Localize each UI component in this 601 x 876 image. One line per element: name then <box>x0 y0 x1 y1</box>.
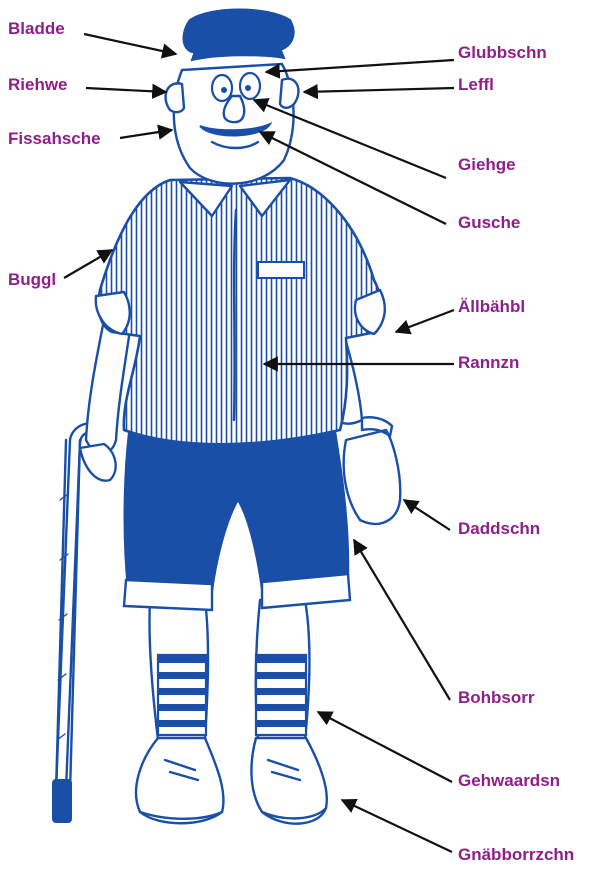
label-buggl: Buggl <box>8 270 56 289</box>
arrow-fissahsche <box>120 130 172 138</box>
arrow-gehwaardsn <box>318 712 452 782</box>
label-rannzn: Rannzn <box>458 353 519 372</box>
arrow-daddschn <box>404 500 450 530</box>
shoes <box>136 738 327 824</box>
label-fissahsche: Fissahsche <box>8 129 101 148</box>
walking-cane <box>53 423 100 822</box>
legs <box>149 600 309 740</box>
head <box>166 64 299 184</box>
arrow-bohbsorr <box>354 540 450 700</box>
arrow-glubbschn <box>266 60 454 72</box>
arrow-riehwe <box>86 88 166 92</box>
arrow-allbahbl <box>396 310 454 332</box>
label-gusche: Gusche <box>458 213 520 232</box>
label-bladde: Bladde <box>8 19 65 38</box>
label-glubbschn: Glubbschn <box>458 43 547 62</box>
label-gehwaardsn: Gehwaardsn <box>458 771 560 790</box>
arrow-gnabborrzchn <box>342 800 452 852</box>
label-riehwe: Riehwe <box>8 75 68 94</box>
label-allbahbl: Ällbähbl <box>458 297 525 316</box>
label-daddschn: Daddschn <box>458 519 540 538</box>
arrow-leffl <box>304 88 454 92</box>
flat-cap <box>184 10 294 61</box>
striped-shirt <box>96 178 385 444</box>
arrow-bladde <box>84 34 176 54</box>
label-giehge: Giehge <box>458 155 516 174</box>
label-leffl: Leffl <box>458 75 494 94</box>
label-gnabborrzchn: Gnäbborrzchn <box>458 845 574 864</box>
old-man-illustration <box>53 10 400 824</box>
label-bohbsorr: Bohbsorr <box>458 688 535 707</box>
